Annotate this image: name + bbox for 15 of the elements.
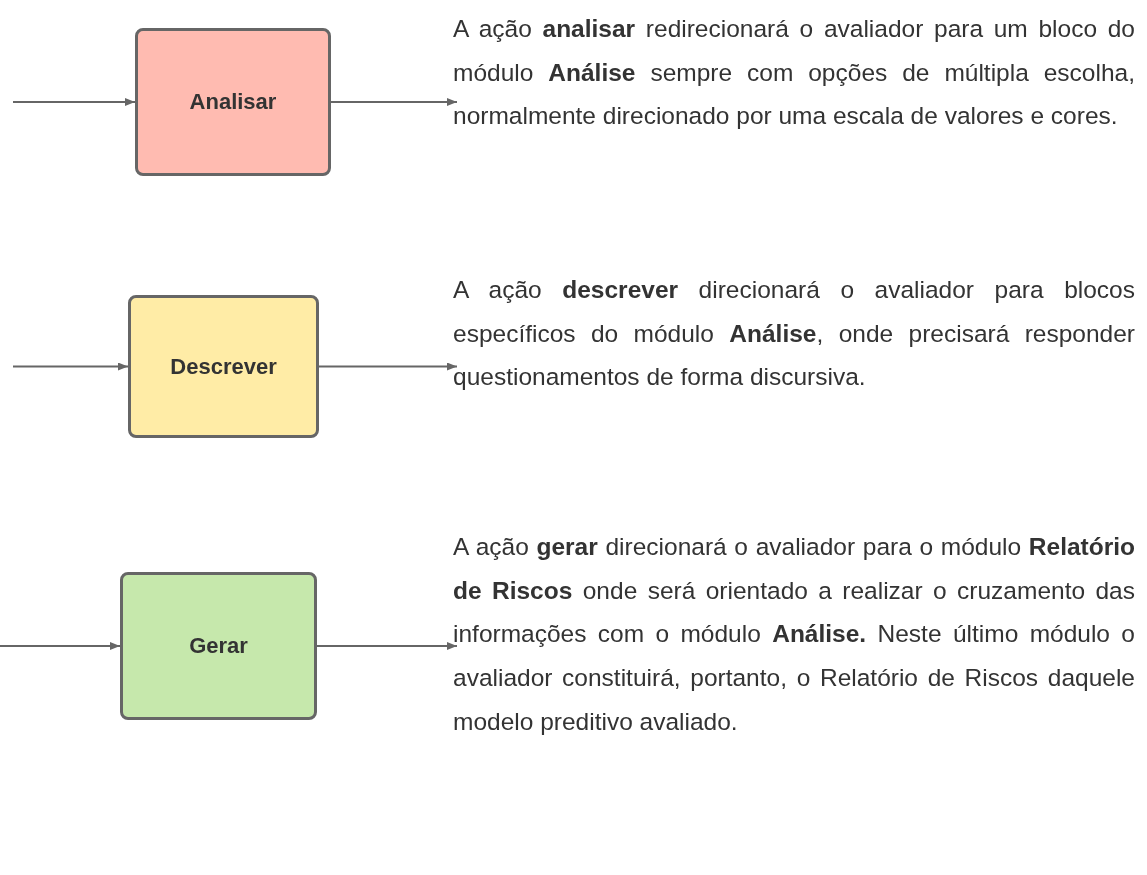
process-box [128, 295, 319, 438]
description-paragraph: A ação descrever direcionará o avaliador para blocos específicos do módulo Análise, onde precisará responder questionamentos de forma discursiva. [453, 268, 1135, 400]
arrow [330, 98, 458, 106]
description-paragraph: A ação analisar redirecionará o avaliador para um bloco do módulo Análise sempre com opções de múltipla escolha, normalmente direcionado por uma escala de valores e cores. [453, 7, 1135, 139]
box-label: Descrever [170, 353, 277, 380]
arrow [0, 642, 121, 650]
box-label: Gerar [189, 633, 248, 659]
arrow [316, 642, 458, 650]
box-label: Analisar [189, 89, 277, 115]
description-paragraph: A ação gerar direcionará o avaliador para o módulo Relatório de Riscos onde será orientado a realizar o cruzamento das informações com o módulo Análise. Neste último módulo o avaliador constituirá, portanto, o Relatório de Riscos daquele modelo preditivo avaliado. [453, 525, 1135, 744]
arrow [318, 362, 458, 371]
process-box [135, 28, 331, 176]
process-box [120, 572, 317, 720]
arrow [12, 362, 129, 371]
arrow [12, 98, 136, 106]
